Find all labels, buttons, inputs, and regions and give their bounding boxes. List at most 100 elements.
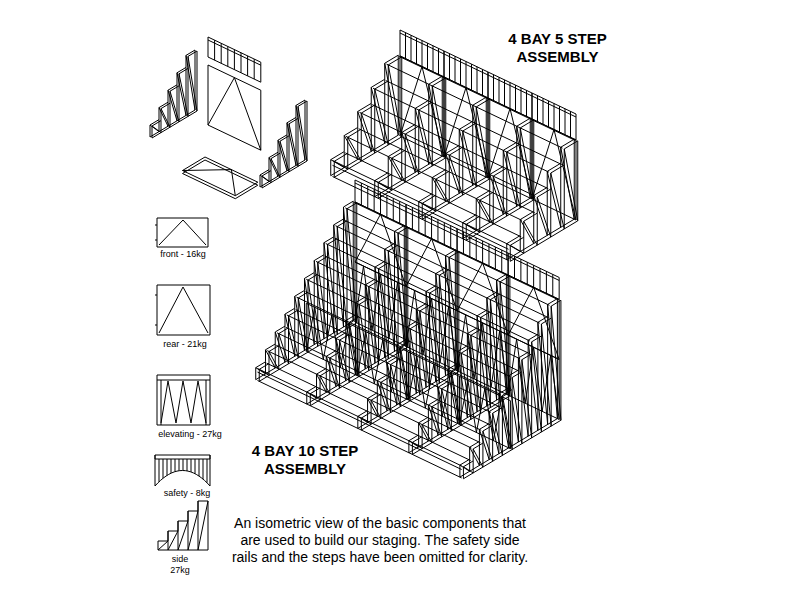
five-step-frame — [416, 38, 417, 64]
five-step-frame — [521, 88, 522, 114]
component-label: front - 16kg — [143, 249, 223, 260]
ten-step-frame — [380, 394, 381, 418]
ten-step-frame — [306, 279, 510, 376]
component-icon — [167, 459, 168, 475]
ten-step-frame — [514, 256, 515, 278]
ten-step-frame — [359, 304, 369, 370]
five-step-frame — [422, 41, 423, 67]
component-icon — [155, 455, 156, 486]
ten-step-frame — [399, 201, 400, 223]
ten-step-frame — [355, 315, 356, 375]
five-step-frame — [371, 87, 385, 143]
five-step-frame — [488, 72, 489, 98]
assembly-title: 4 BAY 10 STEP ASSEMBLY — [240, 442, 370, 478]
ten-step-frame — [306, 292, 510, 389]
ten-step-frame — [374, 189, 375, 211]
five-step-frame — [543, 98, 544, 124]
ten-step-frame — [520, 259, 521, 281]
five-step-frame — [537, 96, 538, 122]
five-step-frame — [372, 105, 548, 189]
exploded-part — [186, 55, 195, 110]
component-label: safety - 8kg — [147, 488, 227, 499]
five-step-frame — [347, 153, 348, 169]
five-step-frame — [507, 152, 521, 208]
ten-step-frame — [345, 208, 549, 305]
exploded-part — [280, 141, 289, 172]
ten-step-frame — [339, 352, 340, 388]
ten-step-frame — [473, 449, 483, 467]
ten-step-frame — [316, 261, 520, 358]
ten-step-frame — [493, 413, 503, 455]
ten-step-frame — [315, 274, 519, 371]
five-step-frame — [427, 43, 428, 69]
five-step-frame — [455, 56, 456, 82]
five-step-frame — [419, 110, 433, 166]
five-step-frame — [359, 129, 535, 213]
component-icon — [195, 459, 196, 474]
five-step-frame — [391, 174, 392, 190]
five-step-frame — [418, 126, 419, 174]
ten-step-frame — [277, 333, 481, 430]
ten-step-frame — [354, 202, 558, 299]
ten-step-frame — [547, 316, 548, 424]
ten-step-frame — [390, 377, 391, 413]
ten-step-frame — [438, 399, 439, 435]
ten-step-frame — [477, 328, 478, 412]
ten-step-frame — [327, 256, 328, 340]
component-icon — [168, 531, 169, 550]
exploded-part — [208, 37, 209, 57]
ten-step-frame — [387, 375, 388, 411]
exploded-part — [260, 62, 261, 82]
five-step-frame — [400, 30, 401, 56]
five-step-frame — [524, 221, 538, 245]
five-step-frame — [515, 85, 516, 111]
ten-step-frame — [488, 244, 489, 266]
ten-step-frame — [508, 253, 509, 275]
component-icon — [155, 325, 157, 326]
ten-step-frame — [439, 287, 440, 383]
ten-step-frame — [410, 329, 420, 395]
ten-step-frame — [496, 292, 497, 400]
ten-step-frame — [437, 220, 438, 242]
ten-step-frame — [463, 300, 560, 479]
ten-step-frame — [483, 431, 493, 461]
ten-step-frame — [412, 276, 510, 455]
five-step-frame — [488, 72, 489, 98]
component-icon — [155, 295, 157, 296]
label-holder: side 27kg — [166, 554, 194, 576]
label-holder: 4 BAY 10 STEP ASSEMBLY — [240, 442, 370, 478]
ten-step-frame — [449, 269, 450, 377]
ten-step-frame — [559, 277, 560, 299]
component-icon — [183, 459, 184, 471]
ten-step-frame — [308, 292, 309, 352]
ten-step-frame — [457, 229, 458, 251]
exploded-part — [161, 109, 170, 128]
component-icon — [163, 459, 164, 478]
component-icon — [155, 225, 157, 226]
five-step-frame — [477, 67, 478, 93]
ten-step-frame — [551, 318, 552, 426]
caption-holder: An isometric view of the basic component… — [230, 515, 530, 565]
exploded-part — [234, 50, 235, 70]
component-icon — [157, 380, 210, 381]
exploded-part — [170, 103, 171, 127]
ten-step-frame — [345, 220, 549, 317]
ten-step-frame — [518, 370, 519, 442]
exploded-part — [188, 68, 189, 116]
five-step-frame — [405, 150, 406, 182]
five-step-frame — [510, 83, 511, 109]
exploded-part — [159, 108, 168, 127]
ten-step-frame — [278, 346, 279, 370]
exploded-part — [296, 105, 305, 160]
five-step-frame — [432, 194, 433, 210]
label-holder: safety - 8kg — [147, 488, 227, 499]
ten-step-frame — [335, 238, 539, 335]
five-step-frame — [405, 33, 406, 59]
exploded-part — [152, 51, 197, 138]
exploded-part — [214, 40, 215, 60]
ten-step-frame — [388, 263, 389, 359]
five-step-frame — [466, 62, 467, 88]
five-step-frame — [551, 173, 565, 229]
exploded-part — [227, 46, 228, 66]
component-label: rear - 21kg — [145, 339, 225, 350]
